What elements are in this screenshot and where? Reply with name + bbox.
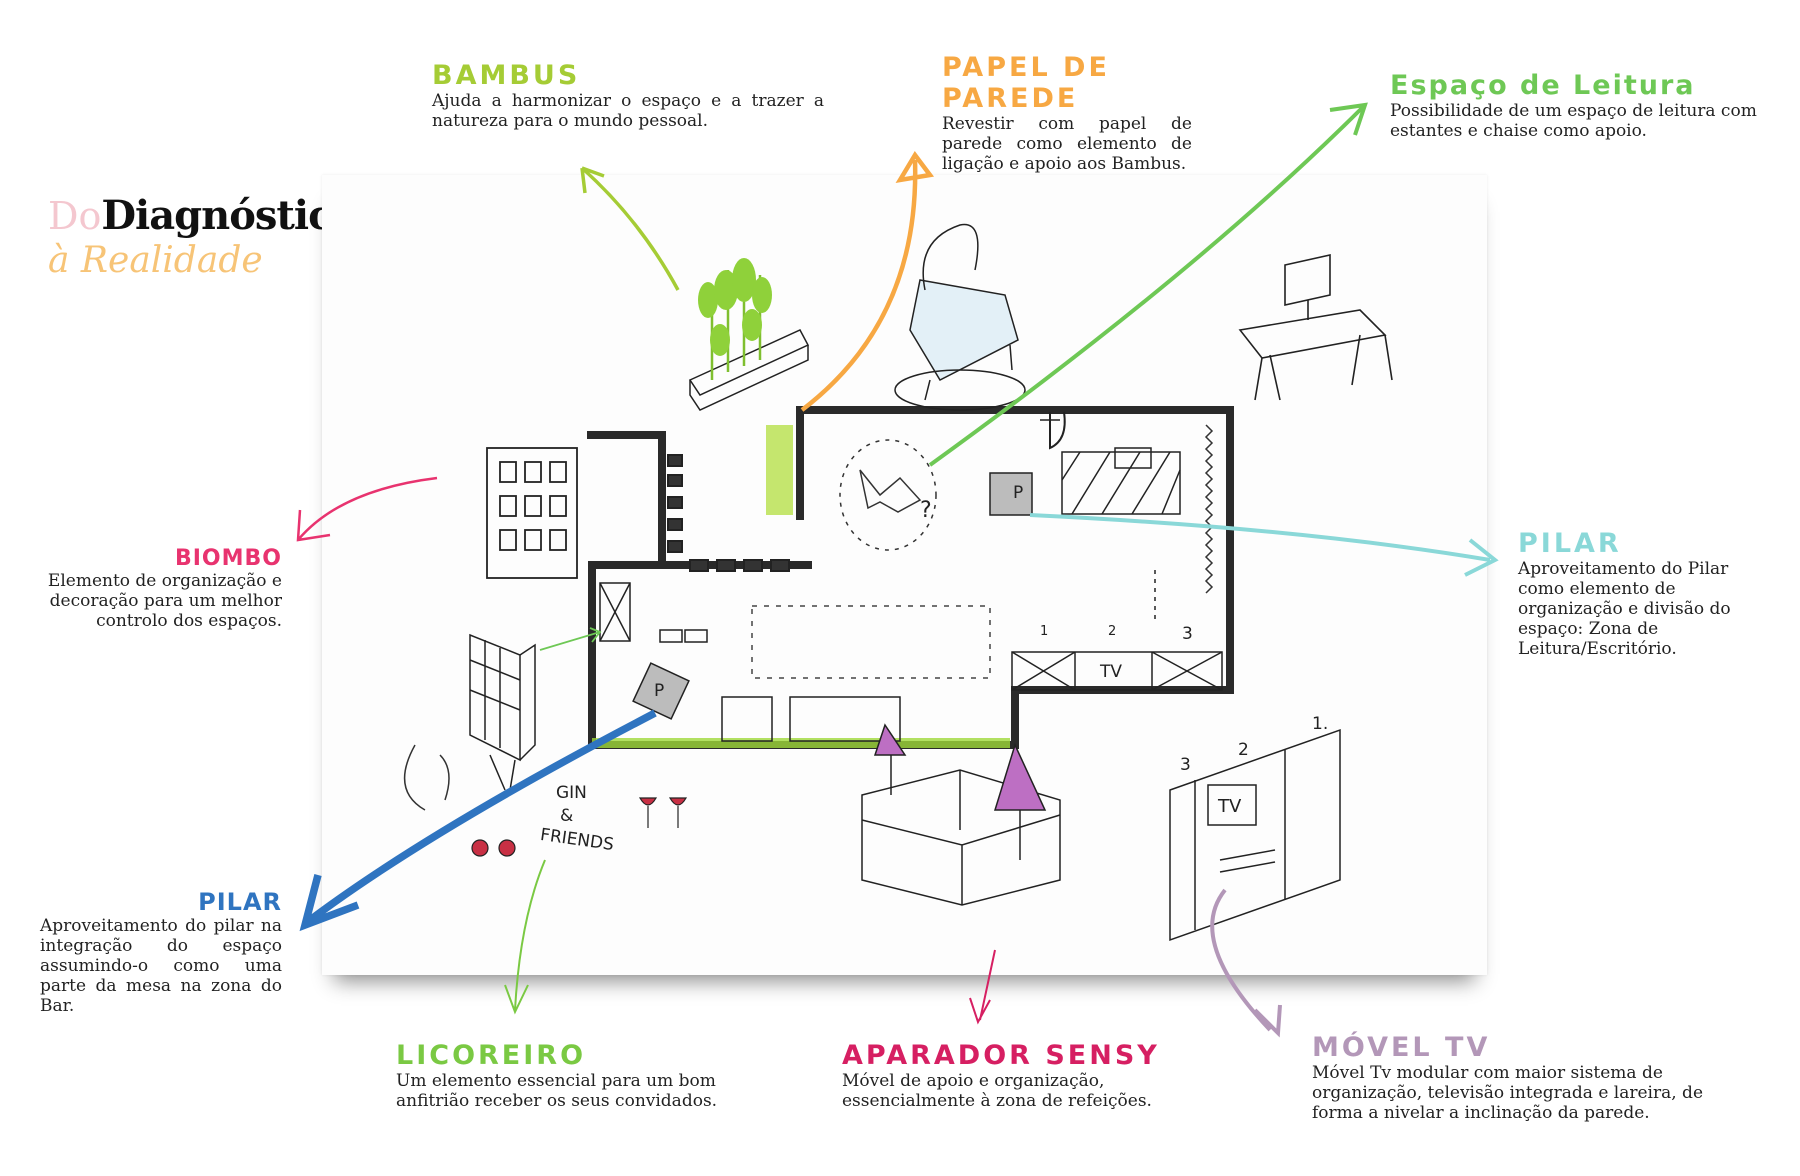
hero-diagnostico: Diagnóstico <box>101 192 358 239</box>
num3-label: 3 <box>1182 624 1193 644</box>
question-label: ? <box>920 498 932 523</box>
sofa <box>659 629 901 742</box>
arrow-licoreiro <box>504 859 546 1015</box>
annotation-bambus: BAMBUS Ajuda a harmonizar o espaço e a t… <box>432 60 824 131</box>
hatched-area <box>1040 419 1181 515</box>
annotation-leitura: Espaço de Leitura Possibilidade de um es… <box>1390 70 1775 141</box>
screen-blocks <box>667 454 790 572</box>
amp-label: & <box>560 806 574 826</box>
biombo-title: BIOMBO <box>174 546 282 571</box>
wine-glasses <box>471 797 688 857</box>
bambus-title: BAMBUS <box>432 60 581 91</box>
tv-unit-num2: 2 <box>1238 740 1249 760</box>
pilar-left-title: PILAR <box>198 888 282 916</box>
leitura-title: Espaço de Leitura <box>1390 70 1696 101</box>
licoreiro-text: Um elemento essencial para um bom anfitr… <box>396 1071 718 1111</box>
annotation-papel: PAPEL DE PAREDE Revestir com papel de pa… <box>942 52 1192 174</box>
biombo-text: Elemento de organização e decoração para… <box>47 571 282 631</box>
arrow-papel <box>800 150 935 412</box>
annotation-biombo: BIOMBO Elemento de organização e decoraç… <box>40 546 282 631</box>
arrow-bambus <box>580 166 680 291</box>
pillar-right <box>989 472 1033 516</box>
dining-table <box>751 605 991 679</box>
aparador-title: APARADOR SENSY <box>842 1040 1160 1071</box>
pilar-right-text: Aproveitamento do Pilar como elemento de… <box>1518 559 1731 659</box>
arrow-pilar-left <box>299 709 657 932</box>
arrow-movel-tv <box>1210 888 1282 1038</box>
pillar-left-label: P <box>654 681 665 701</box>
sketch-sheet <box>322 175 1487 975</box>
book-sketch <box>839 439 937 551</box>
hero-realidade: à Realidade <box>48 240 263 281</box>
hero-title: DoDiagnóstico <box>48 192 358 239</box>
arrow-aparador <box>969 949 996 1025</box>
annotation-pilar-left: PILAR Aproveitamento do pilar na integra… <box>40 888 282 1016</box>
gin-label: GIN <box>556 783 587 803</box>
pillar-left <box>632 662 690 720</box>
arrow-biombo-small <box>539 627 602 651</box>
pillar-right-label: P <box>1013 483 1024 503</box>
arrow-pilar-right <box>1029 513 1499 577</box>
left-cabinet <box>599 582 631 642</box>
aparador-text: Móvel de apoio e organização, essencialm… <box>842 1071 1152 1111</box>
pilar-right-title: PILAR <box>1518 528 1622 559</box>
annotation-pilar-right: PILAR Aproveitamento do Pilar como eleme… <box>1518 528 1760 659</box>
licoreiro-title: LICOREIRO <box>396 1040 587 1071</box>
licoreiro-sketch <box>469 633 536 791</box>
wallpaper-strip <box>766 425 793 515</box>
tv-plan-label: TV <box>1100 662 1123 682</box>
bambus-text: Ajuda a harmonizar o espaço e a trazer a… <box>432 91 824 131</box>
tv-unit-label: TV <box>1218 796 1242 817</box>
door <box>1049 411 1066 450</box>
papel-text: Revestir com papel de parede como elemen… <box>942 114 1192 174</box>
green-floor-strip <box>592 738 1010 748</box>
hero-do: Do <box>48 194 102 238</box>
tv-unit-num3: 3 <box>1180 755 1191 775</box>
annotation-licoreiro: LICOREIRO Um elemento essencial para um … <box>396 1040 738 1111</box>
tv-unit-plan <box>1011 570 1223 691</box>
desk-sketch <box>1238 254 1393 401</box>
pilar-left-text: Aproveitamento do pilar na integração do… <box>40 916 282 1016</box>
arrow-biombo <box>296 476 438 542</box>
biombo-sketch <box>486 447 578 579</box>
papel-title: PAPEL DE PAREDE <box>942 52 1110 114</box>
movel-tv-text: Móvel Tv modular com maior sistema de or… <box>1312 1063 1703 1123</box>
annotation-movel-tv: MÓVEL TV Móvel Tv modular com maior sist… <box>1312 1032 1717 1123</box>
rotate-arrows <box>403 744 450 811</box>
chaise-sketch <box>894 223 1026 411</box>
tv-unit-num1: 1. <box>1312 714 1329 734</box>
arrow-leitura <box>928 102 1368 467</box>
annotation-aparador: APARADOR SENSY Móvel de apoio e organiza… <box>842 1040 1172 1111</box>
walls <box>587 406 1234 749</box>
right-wall-curtain <box>1204 424 1214 594</box>
movel-tv-title: MÓVEL TV <box>1312 1032 1491 1063</box>
aparador-sketch <box>861 723 1061 906</box>
bamboo-planter <box>688 258 810 411</box>
leitura-text: Possibilidade de um espaço de leitura co… <box>1390 101 1757 141</box>
num1-label: 1 <box>1040 624 1049 639</box>
num2-label: 2 <box>1108 624 1117 639</box>
tv-unit-sketch <box>1169 728 1341 942</box>
